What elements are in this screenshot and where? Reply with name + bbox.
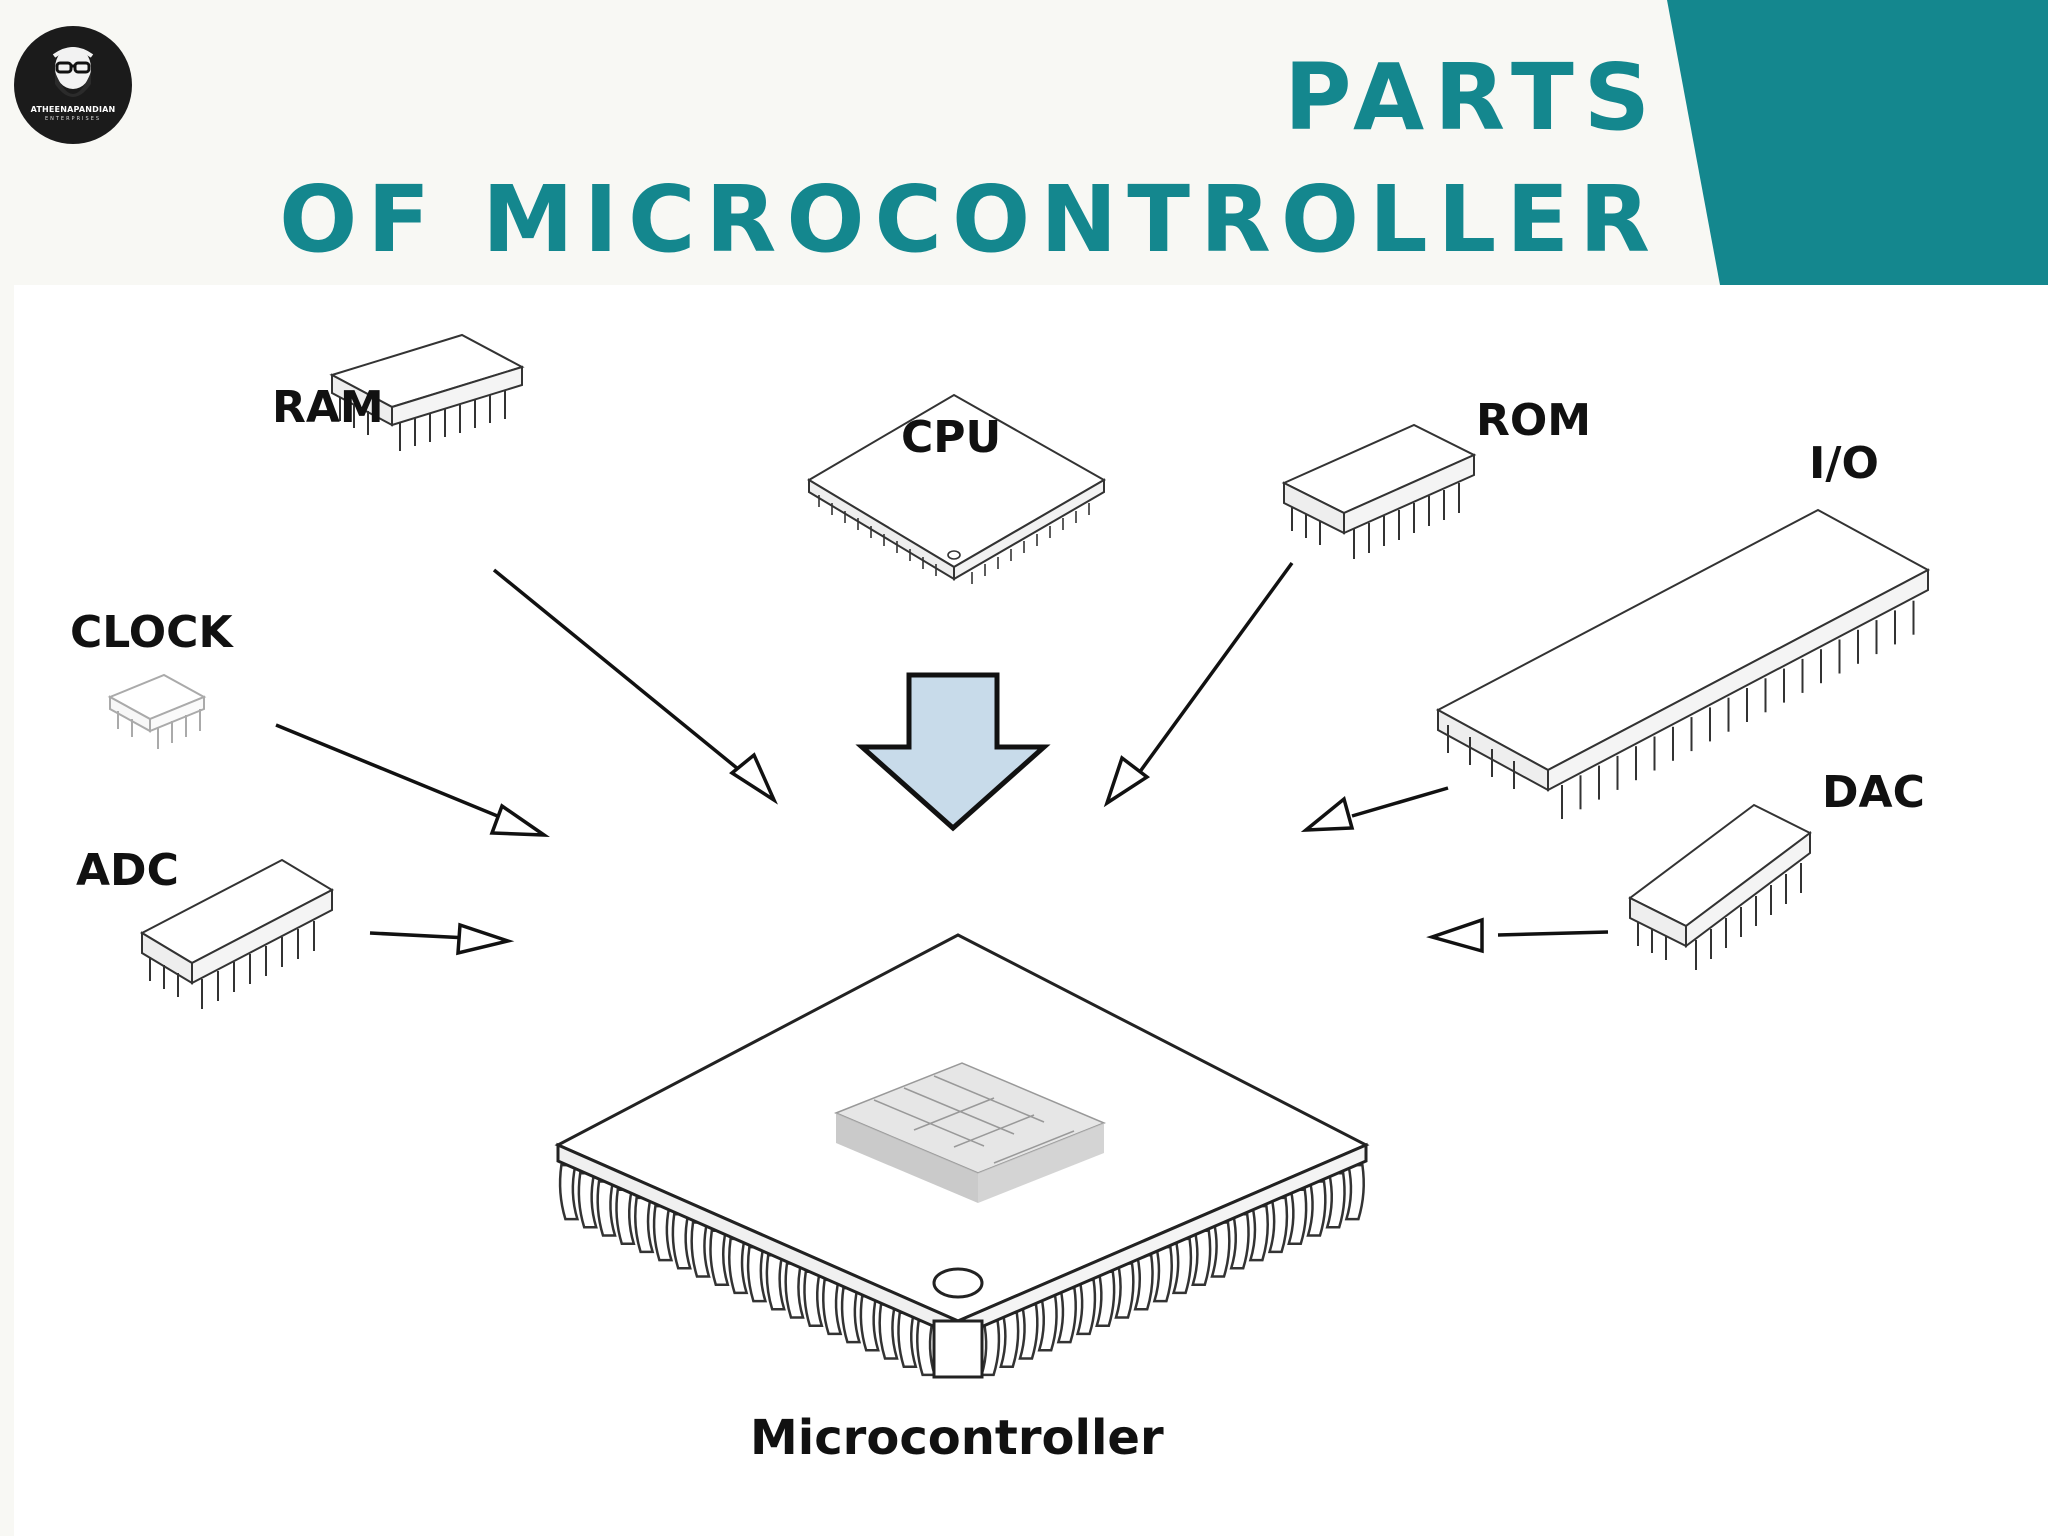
teal-corner-block bbox=[1667, 0, 2048, 285]
label-ram: RAM bbox=[272, 382, 384, 433]
page-title-line-2: OF MICROCONTROLLER bbox=[279, 166, 1660, 273]
arrow-clock-to-mcu bbox=[275, 723, 550, 837]
header: ATHEENAPANDIAN ENTERPRISES PARTS OF MICR… bbox=[0, 0, 2048, 285]
label-cpu: CPU bbox=[901, 412, 1001, 463]
page-title-line-1: PARTS bbox=[1284, 44, 1660, 151]
clock-chip-icon bbox=[107, 673, 207, 749]
logo-subtitle: ENTERPRISES bbox=[44, 116, 102, 122]
label-rom: ROM bbox=[1476, 395, 1591, 446]
microcontroller-parts-diagram: RAM CPU bbox=[70, 333, 1931, 1466]
label-clock: CLOCK bbox=[70, 607, 234, 658]
ram-chip-icon bbox=[329, 333, 525, 451]
diagram-panel: RAM CPU bbox=[14, 285, 2048, 1536]
arrow-io-to-mcu bbox=[1300, 786, 1449, 832]
microcontroller-chip-icon bbox=[554, 933, 1370, 1379]
rom-chip-icon bbox=[1281, 423, 1477, 559]
label-io: I/O bbox=[1809, 438, 1879, 489]
arrow-dac-to-mcu bbox=[1426, 917, 1609, 954]
cpu-down-arrow bbox=[855, 672, 1051, 832]
brand-logo: ATHEENAPANDIAN ENTERPRISES bbox=[14, 26, 132, 144]
arrow-ram-to-mcu bbox=[492, 568, 778, 805]
silicon-die-icon bbox=[834, 1062, 1106, 1203]
arrow-rom-to-mcu bbox=[1103, 561, 1294, 808]
label-microcontroller: Microcontroller bbox=[750, 1410, 1164, 1466]
arrow-adc-to-mcu bbox=[369, 922, 515, 956]
label-adc: ADC bbox=[76, 845, 179, 896]
io-chip-icon bbox=[1435, 508, 1931, 819]
dac-chip-icon bbox=[1628, 803, 1812, 970]
label-dac: DAC bbox=[1822, 767, 1925, 818]
logo-wordmark: ATHEENAPANDIAN bbox=[30, 105, 116, 114]
bearded-man-icon bbox=[52, 47, 94, 97]
cpu-chip-icon bbox=[807, 393, 1107, 584]
adc-chip-icon bbox=[139, 858, 335, 1009]
